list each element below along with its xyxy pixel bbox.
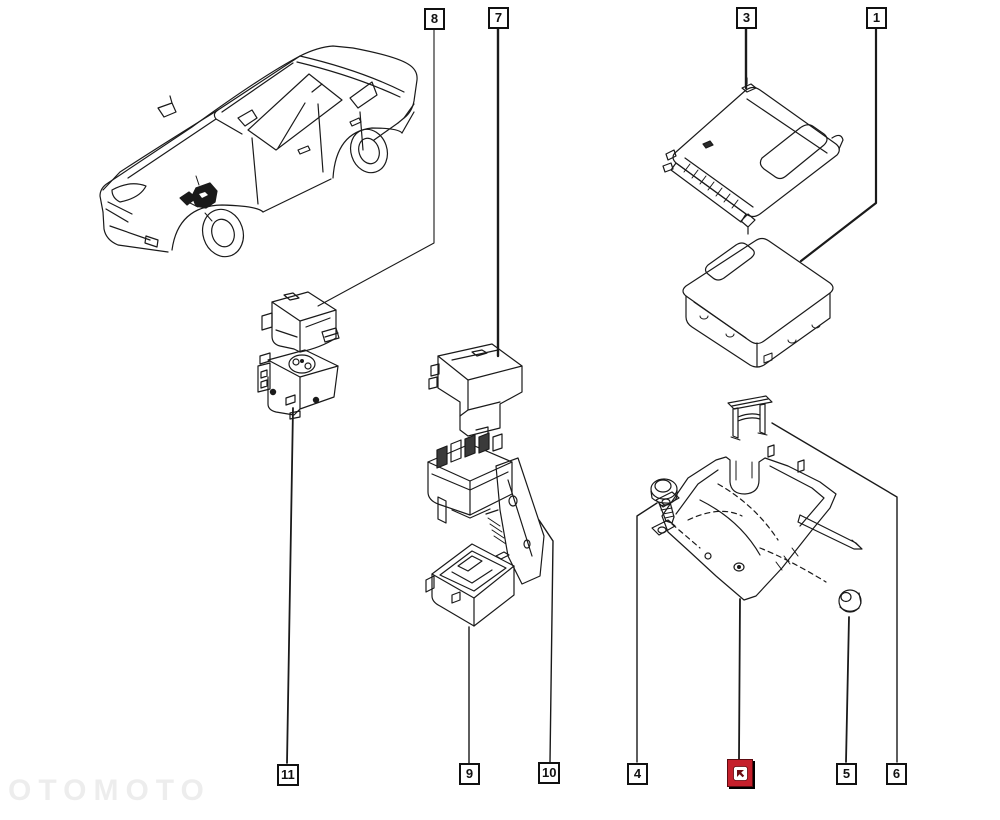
part-retainer-clip — [727, 395, 773, 441]
part-ecu-lower — [682, 237, 834, 368]
watermark: OTOMOTO — [8, 774, 211, 807]
part-relay — [261, 291, 340, 353]
part-ecu-upper — [662, 77, 844, 235]
callout-3[interactable]: 3 — [736, 7, 757, 29]
callout-5[interactable]: 5 — [836, 763, 857, 785]
callout-1[interactable]: 1 — [866, 7, 887, 29]
cursor-arrow-icon — [732, 765, 748, 781]
callout-7[interactable]: 7 — [488, 7, 509, 29]
callout-9[interactable]: 9 — [459, 763, 480, 785]
part-relay-socket — [257, 349, 339, 420]
part-fusebox-body — [427, 432, 513, 524]
selected-part-marker[interactable] — [727, 759, 753, 787]
callout-6[interactable]: 6 — [886, 763, 907, 785]
leader-lines — [286, 27, 898, 764]
callout-11[interactable]: 11 — [277, 764, 299, 786]
part-lower-housing — [425, 543, 515, 627]
engine-bay-location-marker — [179, 175, 218, 222]
callout-4[interactable]: 4 — [627, 763, 648, 785]
callout-8[interactable]: 8 — [424, 8, 445, 30]
car-illustration — [99, 45, 418, 258]
part-mounting-bracket — [485, 457, 545, 585]
part-fusebox-cover — [428, 343, 523, 437]
callout-10[interactable]: 10 — [538, 762, 561, 784]
part-fusebox-tray — [651, 444, 863, 601]
part-grommet — [838, 589, 862, 613]
